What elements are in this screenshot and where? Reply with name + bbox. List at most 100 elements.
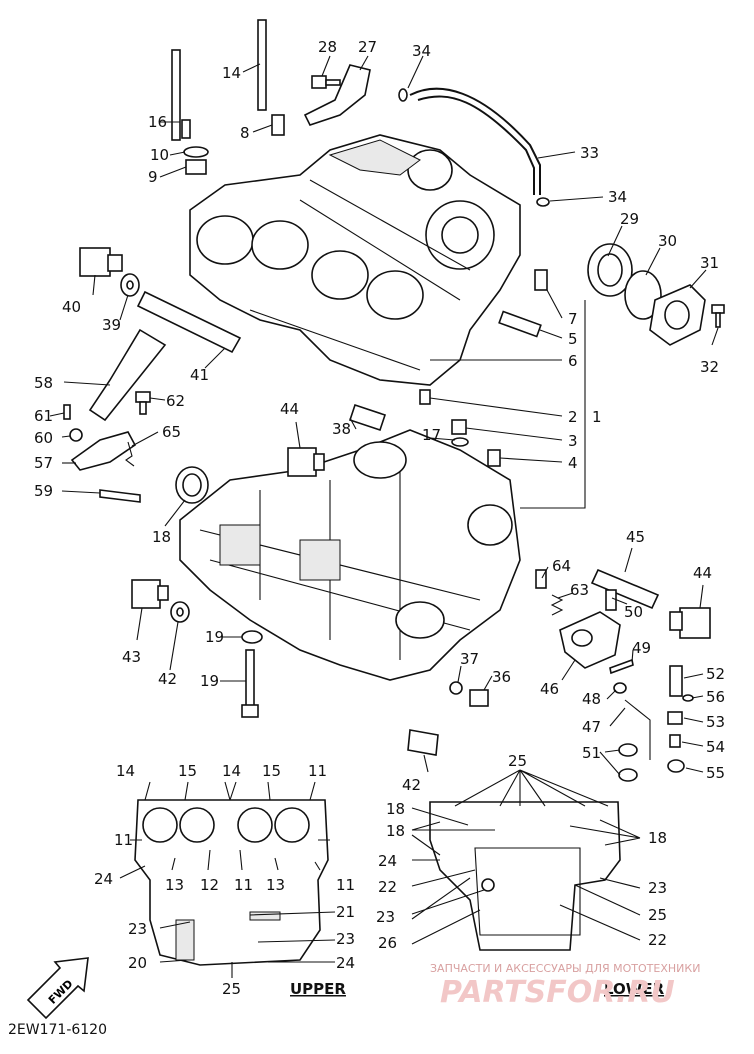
callout-43: 43 (122, 648, 141, 666)
callout-63: 63 (570, 581, 589, 599)
fitting-52 (669, 665, 683, 697)
o-ring-36 (449, 681, 463, 695)
callout-40: 41 (190, 366, 209, 384)
dowel-4 (487, 449, 501, 467)
strainer-46 (559, 611, 621, 669)
callout-42: 42 (158, 670, 177, 688)
callout-56: 56 (706, 688, 725, 706)
clip-34a (398, 88, 408, 102)
upper-label-11d: 11 (336, 876, 355, 894)
upper-label-11c: 11 (234, 876, 253, 894)
o-ring-30 (624, 270, 662, 320)
callout-29: 29 (620, 210, 639, 228)
callout-37: 38 (332, 420, 351, 438)
callout-1: 1 (592, 408, 602, 426)
bolt-59 (99, 489, 141, 503)
plug-35 (469, 689, 489, 707)
dowel-8 (271, 114, 285, 136)
callout-64: 64 (552, 557, 571, 575)
callout-61: 61 (34, 407, 53, 425)
plug-39 (79, 247, 123, 277)
spring-63 (550, 594, 564, 616)
washer-42 (170, 601, 190, 623)
bolt-28 (311, 75, 341, 89)
collar-41 (407, 729, 439, 756)
callout-18: 19 (200, 672, 219, 690)
leader-lines (49, 55, 719, 776)
callout-28: 28 (318, 38, 337, 56)
callout-46: 46 (540, 680, 559, 698)
callout-47: 47 (582, 718, 601, 736)
callout-9: 9 (148, 168, 158, 186)
pipe-45 (590, 568, 660, 610)
bolt-62 (135, 391, 151, 415)
callout-55: 55 (706, 764, 725, 782)
washer-51 (618, 743, 638, 782)
cover-31 (649, 284, 706, 346)
callout-45: 45 (626, 528, 645, 546)
callout-34-mid: 34 (608, 188, 627, 206)
callout-3: 3 (568, 432, 578, 450)
ring-16 (451, 437, 469, 447)
callout-36: 37 (460, 650, 479, 668)
upper-label-23b: 23 (336, 930, 355, 948)
callout-4: 4 (568, 454, 578, 472)
callout-33: 33 (580, 144, 599, 162)
lower-label-18a: 18 (386, 800, 405, 818)
plug-44b (669, 607, 711, 639)
upper-label-11a: 11 (308, 762, 327, 780)
upper-label-21: 21 (336, 903, 355, 921)
lower-label-24: 24 (378, 852, 397, 870)
oil-seal-29 (587, 243, 633, 297)
drawing-code: 2EW171-6120 (8, 1022, 107, 1038)
lower-label-22b: 22 (648, 931, 667, 949)
upper-label-14a: 14 (116, 762, 135, 780)
callout-32: 32 (700, 358, 719, 376)
pipe-47 (624, 699, 651, 760)
bolt-49 (609, 658, 634, 675)
upper-label-24: 24 (94, 870, 113, 888)
callout-31: 31 (700, 254, 719, 272)
callout-8: 8 (240, 124, 250, 142)
callout-53: 53 (706, 713, 725, 731)
upper-label-20: 20 (128, 954, 147, 972)
callout-19: 19 (205, 628, 224, 646)
lower-crankcase (179, 429, 521, 681)
fwd-arrow: FWD (26, 957, 89, 1020)
watermark-line2: PARTSFOR.RU (440, 975, 675, 1010)
upper-label-11b: 11 (114, 831, 133, 849)
callout-numbers: 16 14 8 10 9 28 27 34 33 34 29 30 31 32 … (34, 38, 725, 794)
callout-51: 51 (582, 744, 601, 762)
lower-label-22a: 22 (378, 878, 397, 896)
upper-crankcase (189, 134, 521, 386)
callout-6: 6 (568, 352, 578, 370)
plug-43 (131, 579, 169, 609)
lower-label-25a: 25 (508, 752, 527, 770)
callout-48: 48 (582, 690, 601, 708)
callout-7: 7 (568, 310, 578, 328)
callout-59: 59 (34, 482, 53, 500)
cap-55 (667, 759, 685, 773)
callout-17: 18 (152, 528, 171, 546)
callout-11: 16 (148, 113, 167, 131)
upper-label-25: 25 (222, 980, 241, 998)
callout-54: 54 (706, 738, 725, 756)
bolt-18 (241, 649, 259, 718)
pin-54 (669, 734, 681, 748)
callout-44-right: 44 (693, 564, 712, 582)
relief-valve-64 (535, 569, 547, 589)
lower-label-26: 26 (378, 934, 397, 952)
bolt-32 (711, 304, 725, 328)
pipe-5 (498, 310, 542, 338)
upper-label-24b: 24 (336, 954, 355, 972)
breather-hose-33 (409, 87, 541, 195)
upper-label-13a: 13 (165, 876, 184, 894)
bracket-27 (303, 64, 371, 126)
callout-5: 5 (568, 330, 578, 348)
lower-bolt-layout: 25 18 18 18 24 22 23 26 23 25 22 LOWER (376, 752, 667, 998)
upper-section-label: UPPER (290, 980, 346, 998)
fitting-7 (534, 269, 548, 291)
lower-label-25b: 25 (648, 906, 667, 924)
shaft-40 (136, 290, 242, 354)
